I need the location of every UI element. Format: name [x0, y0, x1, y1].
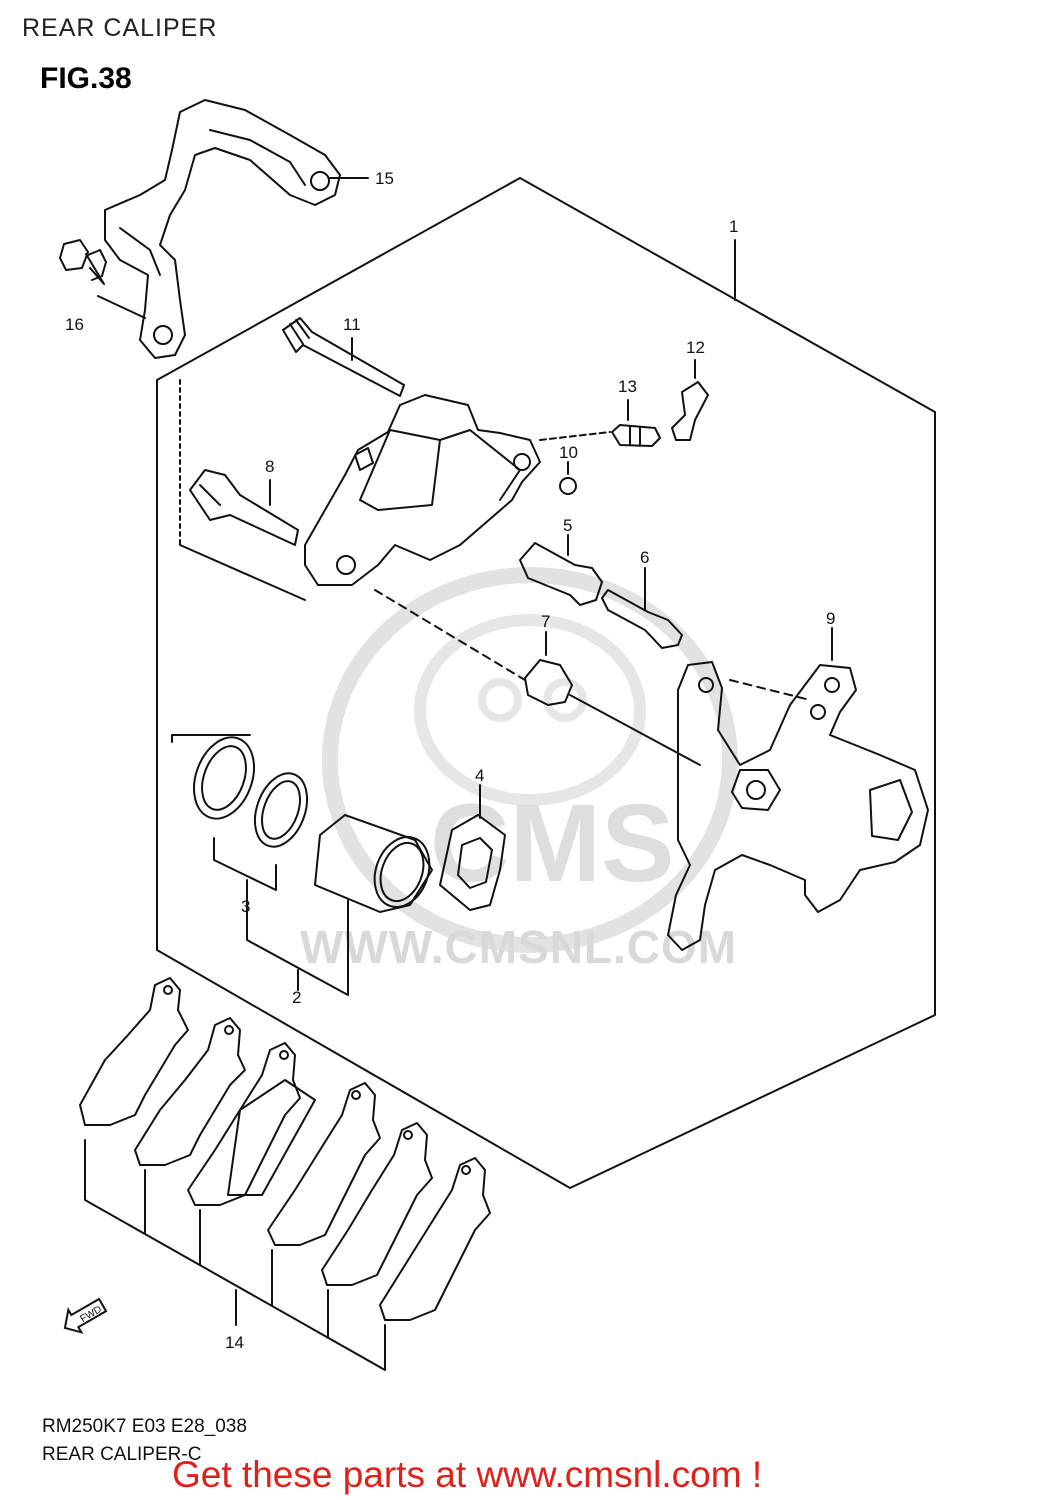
part-16-bolt: [59, 239, 89, 271]
parts-link[interactable]: Get these parts at www.cmsnl.com !: [172, 1454, 763, 1495]
part-14-pad-5: [321, 1122, 433, 1286]
part-8-pin: [189, 469, 299, 546]
part-label-3: 3: [241, 897, 250, 916]
part-13-bleeder: [611, 424, 661, 447]
part-label-11: 11: [343, 315, 361, 334]
part-label-16: 16: [65, 315, 84, 334]
part-14-pad-6: [379, 1157, 491, 1321]
part-label-2: 2: [292, 988, 301, 1007]
part-6-pin: [601, 589, 683, 649]
part-label-8: 8: [265, 457, 274, 476]
part-label-5: 5: [563, 516, 572, 535]
part-14-pad-2: [134, 1017, 246, 1166]
model-code: RM250K7 E03 E28_038: [42, 1416, 247, 1437]
part-14-pad-friction: [227, 1079, 316, 1196]
part-9-bracket: [667, 661, 929, 951]
part-7-boot: [524, 659, 573, 706]
page-header-title: REAR CALIPER: [22, 14, 218, 42]
part-14-pad-1: [79, 977, 189, 1126]
assembly-outline: [156, 177, 936, 1189]
part-label-9: 9: [826, 609, 835, 628]
part-11-pin: [282, 317, 405, 397]
watermark-logo: [322, 567, 738, 953]
caliper-body: [304, 394, 541, 586]
part-3-seal-outer: [193, 736, 255, 820]
part-10-ring: [559, 477, 577, 495]
part-label-12: 12: [686, 338, 705, 357]
part-3-seal-inner: [253, 772, 309, 848]
diagram-caption: REAR CALIPER-C: [42, 1444, 202, 1465]
part-4-spring: [439, 814, 506, 911]
part-label-14: 14: [225, 1333, 244, 1352]
part-5-boot: [519, 542, 603, 606]
part-14-pad-3: [187, 1042, 301, 1206]
watermark-url: WWW.CMSNL.COM: [300, 921, 738, 973]
forward-arrow-icon: FWD: [63, 1297, 108, 1334]
part-label-10: 10: [559, 443, 578, 462]
part-label-4: 4: [475, 766, 484, 785]
part-label-1: 1: [729, 217, 738, 236]
figure-title: FIG.38: [40, 62, 132, 95]
part-label-6: 6: [640, 548, 649, 567]
part-label-15: 15: [375, 169, 394, 188]
watermark-brand: CMS: [430, 782, 675, 905]
part-label-13: 13: [618, 377, 637, 396]
part-14-pad-4: [267, 1082, 381, 1246]
part-12-cap: [671, 381, 709, 441]
fwd-label: FWD: [79, 1304, 104, 1325]
part-2-piston: [314, 814, 433, 913]
part-15-bracket: [104, 99, 341, 359]
part-label-7: 7: [541, 612, 550, 631]
